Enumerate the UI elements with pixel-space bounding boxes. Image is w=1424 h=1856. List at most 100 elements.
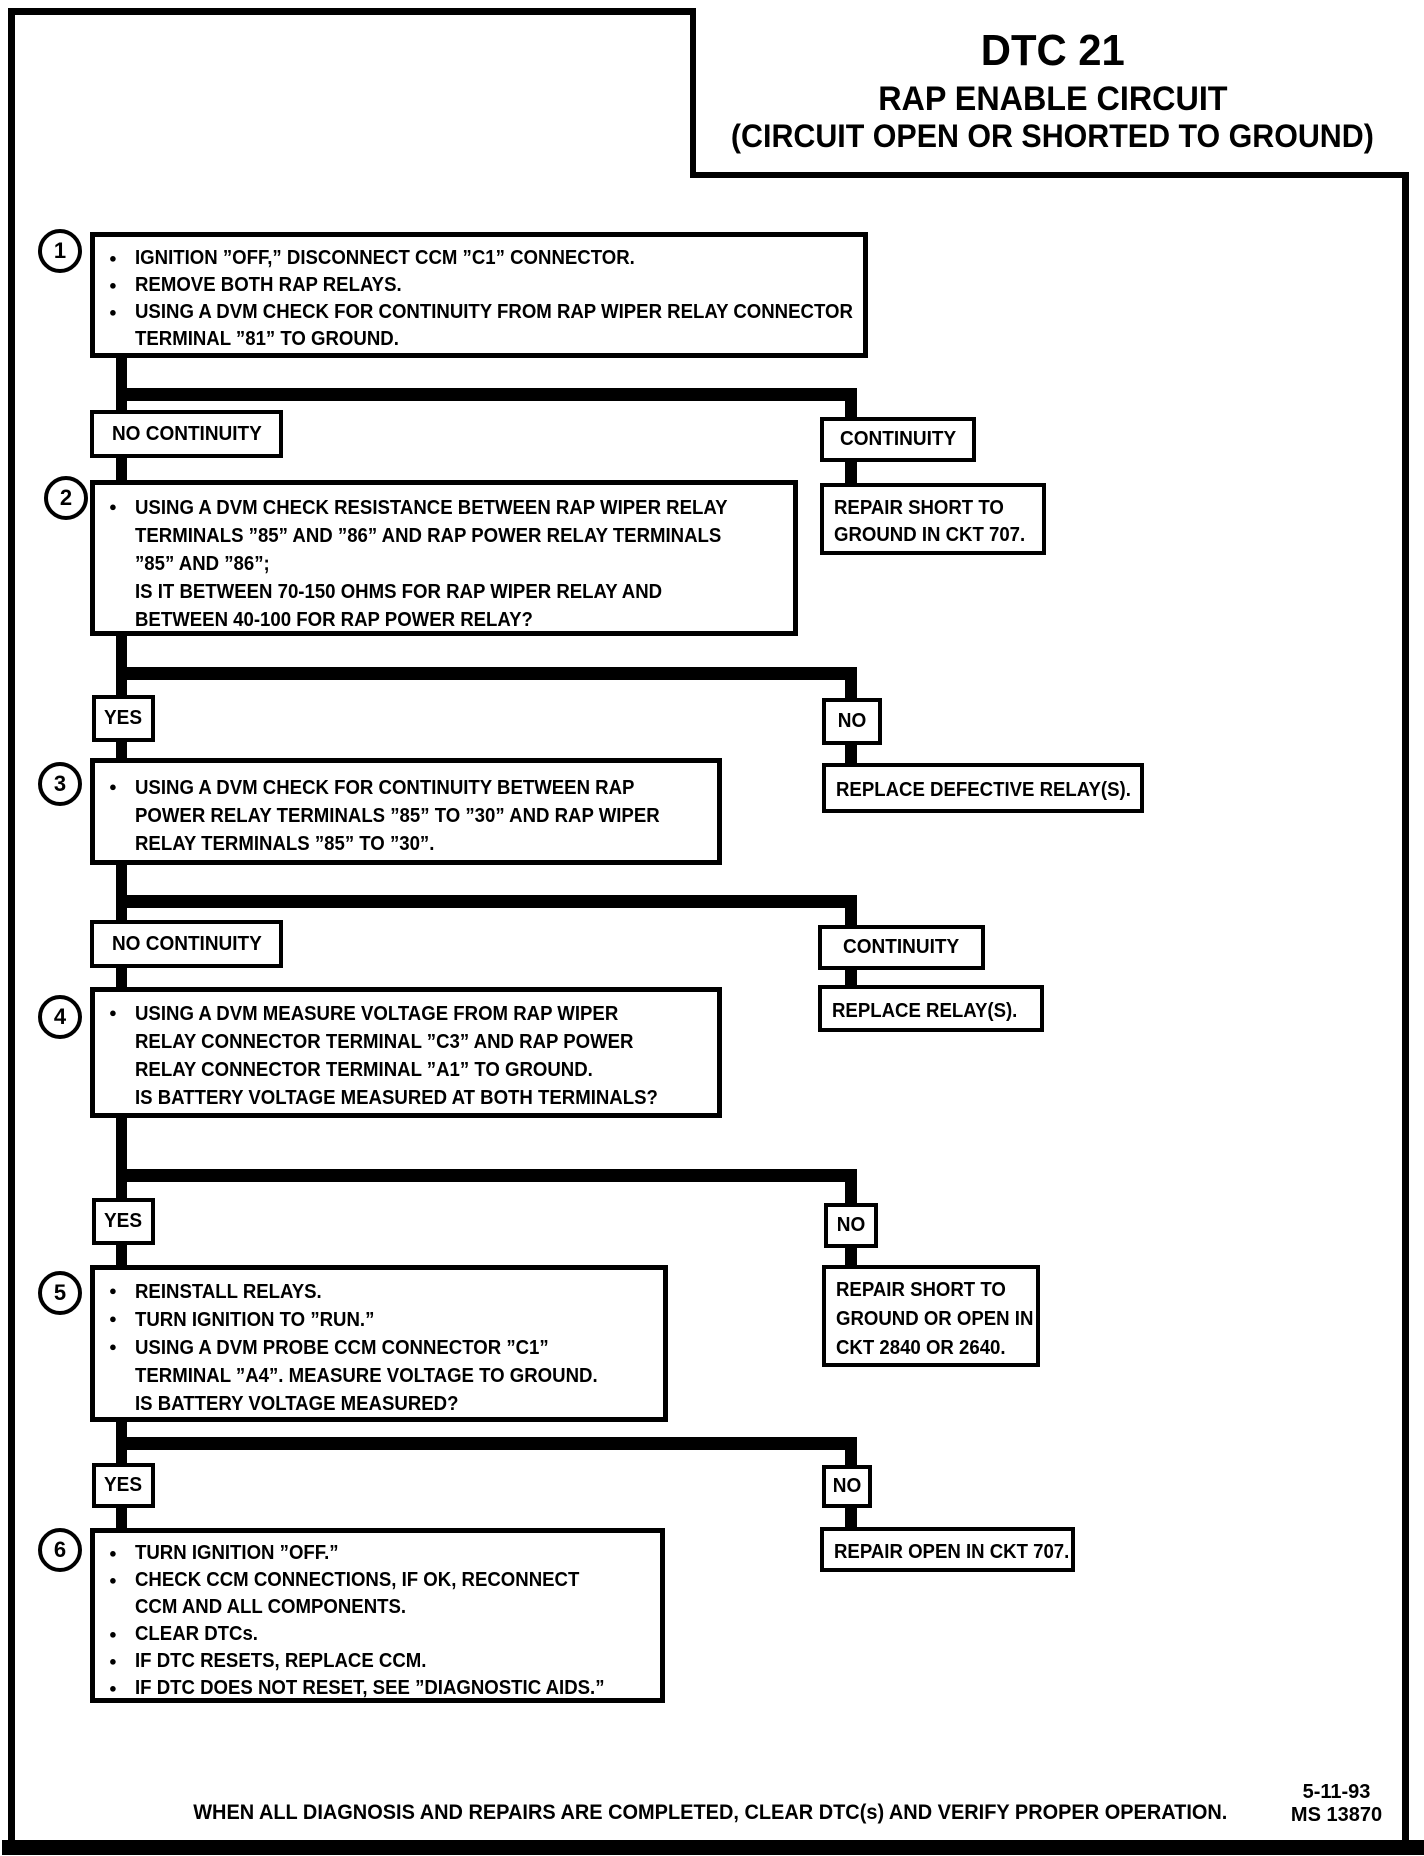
branch-3-right-label: CONTINUITY xyxy=(818,925,985,970)
text-line: BETWEEN 40-100 FOR RAP POWER RELAY? xyxy=(95,606,793,634)
text-line-content: POWER RELAY TERMINALS ”85” TO ”30” AND R… xyxy=(135,805,660,827)
connector-line xyxy=(116,356,127,392)
connector-line xyxy=(116,401,127,412)
text-line-content: IGNITION ”OFF,” DISCONNECT CCM ”C1” CONN… xyxy=(135,247,635,269)
connector-line xyxy=(845,680,857,700)
branch-4-right-text: NO xyxy=(836,1214,866,1236)
step-1-box: IGNITION ”OFF,” DISCONNECT CCM ”C1” CONN… xyxy=(90,232,868,358)
step-2-number: 2 xyxy=(59,485,73,510)
outcome-2-box: REPLACE DEFECTIVE RELAY(S). xyxy=(822,763,1144,813)
text-line: REPLACE DEFECTIVE RELAY(S). xyxy=(826,777,1140,803)
text-line-content: RELAY CONNECTOR TERMINAL ”C3” AND RAP PO… xyxy=(135,1031,634,1053)
branch-5-left-text: YES xyxy=(104,1474,143,1496)
text-line-content: USING A DVM CHECK RESISTANCE BETWEEN RAP… xyxy=(135,497,728,519)
text-line: TURN IGNITION TO ”RUN.” xyxy=(95,1306,663,1334)
branch-1-right-label: CONTINUITY xyxy=(820,417,976,462)
text-line-content: REINSTALL RELAYS. xyxy=(135,1281,322,1303)
branch-1-left-text: NO CONTINUITY xyxy=(111,422,262,445)
connector-line xyxy=(116,1182,127,1200)
branch-2-left-text: YES xyxy=(104,707,143,729)
text-line-content: IF DTC RESETS, REPLACE CCM. xyxy=(135,1650,427,1672)
text-line-content: USING A DVM CHECK FOR CONTINUITY FROM RA… xyxy=(135,301,853,323)
doc-number: MS 13870 xyxy=(1290,1804,1383,1826)
text-line-content: REPLACE DEFECTIVE RELAY(S). xyxy=(836,779,1131,801)
connector-line xyxy=(845,460,857,485)
connector-line xyxy=(116,1243,127,1267)
text-line: REMOVE BOTH RAP RELAYS. xyxy=(95,272,863,299)
connector-line xyxy=(116,1508,127,1530)
text-line-content: RELAY TERMINALS ”85” TO ”30”. xyxy=(135,833,435,855)
connector-line xyxy=(116,634,127,672)
text-line: RELAY TERMINALS ”85” TO ”30”. xyxy=(95,830,717,858)
text-line-content: GROUND IN CKT 707. xyxy=(834,524,1026,546)
connector-line xyxy=(116,456,127,482)
text-line: REPAIR SHORT TO xyxy=(824,495,1042,522)
text-line: USING A DVM CHECK FOR CONTINUITY FROM RA… xyxy=(95,299,863,326)
text-line-content: TERMINAL ”A4”. MEASURE VOLTAGE TO GROUND… xyxy=(135,1365,598,1387)
connector-line xyxy=(116,895,857,908)
text-line: IF DTC RESETS, REPLACE CCM. xyxy=(95,1648,660,1675)
text-line: CLEAR DTCs. xyxy=(95,1621,660,1648)
branch-2-right-label: NO xyxy=(822,698,882,745)
text-line-content: CCM AND ALL COMPONENTS. xyxy=(135,1596,407,1618)
text-line-content: CHECK CCM CONNECTIONS, IF OK, RECONNECT xyxy=(135,1569,580,1591)
text-line: CHECK CCM CONNECTIONS, IF OK, RECONNECT xyxy=(95,1567,660,1594)
text-line: TERMINAL ”81” TO GROUND. xyxy=(95,326,863,353)
connector-line xyxy=(116,1420,127,1441)
connector-line xyxy=(116,863,127,899)
branch-2-right-text: NO xyxy=(837,710,867,732)
step-5-number: 5 xyxy=(53,1280,67,1305)
branch-2-left-label: YES xyxy=(92,695,155,742)
text-line: USING A DVM CHECK FOR CONTINUITY BETWEEN… xyxy=(95,774,717,802)
text-line-content: GROUND OR OPEN IN xyxy=(836,1308,1034,1330)
dtc-code-text: DTC 21 xyxy=(980,26,1125,75)
text-line: IS IT BETWEEN 70-150 OHMS FOR RAP WIPER … xyxy=(95,578,793,606)
text-line-content: RELAY CONNECTOR TERMINAL ”A1” TO GROUND. xyxy=(135,1059,593,1081)
text-line-content: ”85” AND ”86”; xyxy=(135,553,270,575)
branch-5-right-text: NO xyxy=(832,1475,862,1497)
text-line-content: TERMINALS ”85” AND ”86” AND RAP POWER RE… xyxy=(135,525,722,547)
step-3-circle: 3 xyxy=(38,762,82,806)
connector-line xyxy=(845,1506,857,1529)
step-2-circle: 2 xyxy=(44,476,88,520)
text-line: RELAY CONNECTOR TERMINAL ”C3” AND RAP PO… xyxy=(95,1028,717,1056)
text-line-content: IF DTC DOES NOT RESET, SEE ”DIAGNOSTIC A… xyxy=(135,1677,605,1699)
connector-line xyxy=(116,667,857,680)
outcome-5-box: REPAIR OPEN IN CKT 707. xyxy=(820,1527,1075,1572)
text-line: IGNITION ”OFF,” DISCONNECT CCM ”C1” CONN… xyxy=(95,245,863,272)
connector-line xyxy=(845,401,857,419)
branch-3-left-label: NO CONTINUITY xyxy=(90,920,283,968)
step-6-number: 6 xyxy=(53,1537,67,1562)
text-line: CKT 2840 OR 2640. xyxy=(826,1334,1036,1363)
connector-line xyxy=(845,1246,857,1267)
connector-line xyxy=(845,1182,857,1205)
text-line: REPAIR OPEN IN CKT 707. xyxy=(824,1539,1071,1565)
text-line-content: CKT 2840 OR 2640. xyxy=(836,1337,1006,1359)
text-line: TERMINALS ”85” AND ”86” AND RAP POWER RE… xyxy=(95,522,793,550)
text-line: CCM AND ALL COMPONENTS. xyxy=(95,1594,660,1621)
step-6-circle: 6 xyxy=(38,1528,82,1572)
footer-note: WHEN ALL DIAGNOSIS AND REPAIRS ARE COMPL… xyxy=(90,1801,1330,1825)
connector-line xyxy=(845,1450,857,1467)
footer-note-text: WHEN ALL DIAGNOSIS AND REPAIRS ARE COMPL… xyxy=(192,1801,1228,1824)
step-4-box: USING A DVM MEASURE VOLTAGE FROM RAP WIP… xyxy=(90,987,722,1118)
step-1-circle: 1 xyxy=(38,229,82,273)
dtc-code: DTC 21 xyxy=(977,26,1129,76)
text-line: REPAIR SHORT TO xyxy=(826,1276,1036,1305)
connector-line xyxy=(116,1116,127,1173)
text-line: RELAY CONNECTOR TERMINAL ”A1” TO GROUND. xyxy=(95,1056,717,1084)
outcome-4-box: REPAIR SHORT TO GROUND OR OPEN IN CKT 2840… xyxy=(822,1265,1040,1367)
text-line-content: TERMINAL ”81” TO GROUND. xyxy=(135,328,399,350)
text-line-content: TURN IGNITION TO ”RUN.” xyxy=(135,1309,375,1331)
text-line: USING A DVM PROBE CCM CONNECTOR ”C1” xyxy=(95,1334,663,1362)
connector-line xyxy=(116,966,127,989)
text-line: ”85” AND ”86”; xyxy=(95,550,793,578)
branch-1-left-label: NO CONTINUITY xyxy=(90,410,283,458)
outcome-3-box: REPLACE RELAY(S). xyxy=(818,985,1044,1032)
step-2-box: USING A DVM CHECK RESISTANCE BETWEEN RAP… xyxy=(90,480,798,636)
connector-line xyxy=(116,388,857,401)
text-line: REINSTALL RELAYS. xyxy=(95,1278,663,1306)
connector-line xyxy=(845,968,857,987)
text-line: TERMINAL ”A4”. MEASURE VOLTAGE TO GROUND… xyxy=(95,1362,663,1390)
